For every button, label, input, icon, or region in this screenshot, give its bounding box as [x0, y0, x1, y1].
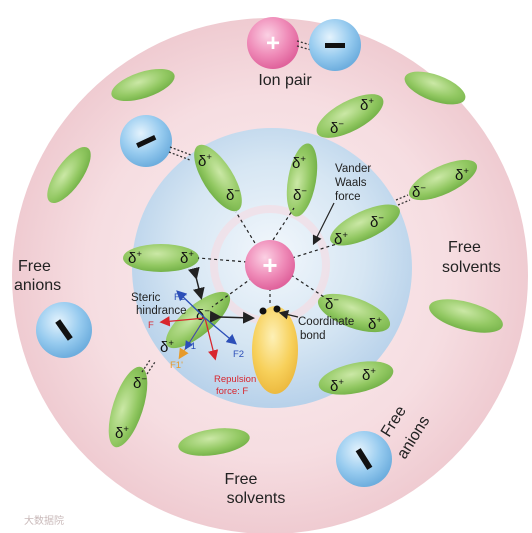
force-label-f2: F2	[233, 349, 244, 360]
svg-text:δ−: δ−	[330, 119, 344, 137]
free-solvents-bottom-line2: solvents	[227, 490, 286, 507]
ion-pair-cation-symbol: +	[266, 30, 280, 57]
repulsion-label-line2: force: F	[216, 386, 248, 397]
svg-text:δ+: δ+	[330, 377, 344, 395]
free-solvent-molecule	[111, 68, 175, 102]
ion-pair-label: Ion pair	[258, 72, 312, 89]
steric-label-line1: Steric	[131, 292, 161, 304]
free-solvent-molecule	[404, 71, 466, 105]
vdw-label-line3: force	[335, 191, 361, 203]
free-solvent-molecule	[47, 146, 91, 204]
svg-text:δ+: δ+	[368, 315, 382, 333]
free-anions-left-line1: Free	[18, 258, 51, 275]
svg-text:δ+: δ+	[362, 366, 376, 384]
force-label-f: F	[148, 320, 154, 331]
free-anions-left-line2: anions	[14, 277, 61, 294]
svg-text:δ−: δ−	[196, 306, 210, 324]
svg-text:δ+: δ+	[292, 154, 306, 172]
steric-label-line2: hindrance	[136, 305, 187, 317]
solvent-molecule-icon: δ− δ+	[408, 159, 478, 201]
repulsion-label-line1: Repulsion	[214, 374, 256, 385]
svg-text:δ+: δ+	[198, 152, 212, 170]
free-solvent-molecule	[429, 299, 503, 333]
vdw-label-line2: Waals	[335, 177, 367, 189]
solvent-molecule-icon: δ+ δ+	[123, 244, 199, 272]
solvent-molecule-icon: δ+ δ+	[318, 361, 394, 395]
free-solvents-bottom-line1: Free	[225, 471, 258, 488]
svg-text:δ+: δ+	[360, 96, 374, 114]
force-label-f2prime: F2'	[174, 292, 187, 303]
force-label-f1prime: F1'	[170, 360, 183, 371]
force-label-f1: F1	[185, 341, 196, 352]
svg-text:δ+: δ+	[115, 424, 129, 442]
svg-text:δ+: δ+	[128, 249, 142, 267]
svg-text:δ−: δ−	[325, 295, 339, 313]
solvent-molecule-icon: δ− δ+	[108, 366, 147, 448]
coordination-lines	[197, 207, 344, 308]
svg-text:δ+: δ+	[334, 230, 348, 248]
free-solvents-right-line2: solvents	[442, 259, 501, 276]
watermark: 大数据院	[24, 514, 64, 527]
svg-text:δ−: δ−	[226, 186, 240, 204]
svg-text:δ−: δ−	[293, 186, 307, 204]
vdw-label-line1: Vander	[335, 163, 371, 175]
free-solvents-right-line1: Free	[448, 239, 481, 256]
solvent-molecule-icon: δ+ δ−	[330, 204, 400, 248]
solvent-molecule-icon: δ− δ+	[317, 293, 391, 333]
coordinated-anion-icon	[252, 306, 298, 394]
free-solvent-molecule	[178, 428, 250, 456]
force-arrows	[159, 202, 335, 361]
anion-solvent-pair: δ+ δ−	[120, 115, 242, 212]
svg-text:δ−: δ−	[133, 374, 147, 392]
solvent-molecule-icon: δ+ δ−	[286, 143, 318, 217]
coordinate-label-line1: Coordinate	[298, 316, 354, 328]
svg-text:δ+: δ+	[455, 166, 469, 184]
svg-text:δ+: δ+	[160, 338, 174, 356]
svg-text:δ+: δ+	[180, 249, 194, 267]
central-cation-symbol: +	[262, 250, 277, 280]
cation-sphere-icon	[247, 17, 299, 69]
coordinate-label-line2: bond	[300, 330, 326, 342]
svg-text:δ−: δ−	[370, 213, 384, 231]
ion-pair: + Ion pair	[247, 17, 361, 89]
solvent-molecule-icon: δ− δ+	[160, 291, 231, 356]
svg-text:δ−: δ−	[412, 183, 426, 201]
cation-sphere-icon	[245, 240, 295, 290]
solvent-molecule-icon: δ− δ+	[316, 94, 384, 138]
